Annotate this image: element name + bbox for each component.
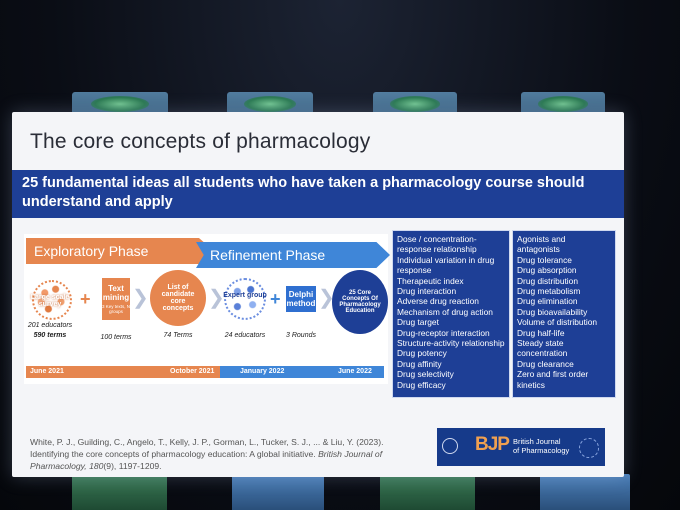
concept-item: Therapeutic index (397, 275, 464, 286)
presentation-slide: The core concepts of pharmacology 25 fun… (12, 112, 624, 477)
mining-terms: 100 terms (100, 334, 132, 341)
timeline-june-2021: June 2021 (26, 366, 130, 378)
plus-icon: + (80, 289, 91, 309)
phase-refinement: Refinement Phase (196, 242, 390, 268)
stage-panel (72, 474, 167, 510)
concept-item: Drug elimination (517, 296, 578, 307)
concepts-list-1: Dose / concentration-response relationsh… (392, 230, 510, 398)
expert-count: 24 educators (224, 332, 266, 339)
concept-item: response relationship (397, 244, 477, 255)
final-concepts-circle: 25 Core Concepts Of Pharmacology Educati… (332, 270, 388, 334)
survey-educators: 201 educators (27, 322, 73, 329)
concept-item: Structure-activity relationship (397, 338, 505, 349)
chevron-right-icon: ❯ (318, 287, 335, 309)
slide-subtitle: 25 fundamental ideas all students who ha… (22, 175, 585, 210)
concept-item: Adverse drug reaction (397, 296, 479, 307)
text-mining-box: Text mining 3 Key texts, N groups (102, 278, 130, 320)
list-terms: 74 Terms (163, 332, 193, 339)
subtitle-banner: 25 fundamental ideas all students who ha… (12, 170, 624, 218)
concept-item: Agonists and (517, 234, 566, 244)
list-label: List of candidate core concepts (161, 284, 195, 312)
candidate-list-circle: List of candidate core concepts (150, 270, 206, 326)
concept-item: concentration (517, 348, 568, 359)
concept-item: Drug half-life (517, 327, 565, 338)
concept-item: Drug potency (397, 348, 447, 359)
concept-item: Dose / concentration- (397, 234, 477, 244)
reference-line2: Identifying the core concepts of pharmac… (30, 449, 383, 471)
timeline-oct-2021: October 2021 (130, 366, 220, 378)
reference-pages: (9), 1197-1209. (103, 461, 162, 471)
concept-item: Individual variation in drug (397, 254, 495, 265)
mining-label: Text mining (102, 284, 130, 302)
concept-item: Steady state (517, 338, 564, 349)
survey-label: Large scale survey (30, 294, 70, 308)
stage-panel (380, 474, 475, 510)
delphi-box: Delphi method (286, 286, 316, 312)
timeline: June 2021 October 2021 January 2022 June… (26, 366, 384, 378)
expert-group-icon (224, 278, 266, 320)
concept-item: Drug interaction (397, 286, 457, 297)
expert-label: Expert group (223, 292, 267, 299)
concept-item: antagonists (517, 244, 560, 255)
concept-item: Drug affinity (397, 358, 442, 369)
concept-item: Drug-receptor interaction (397, 327, 490, 338)
stage-panel (540, 474, 630, 510)
stage-panel (232, 474, 324, 510)
delphi-label: Delphi method (286, 290, 316, 308)
slide-title: The core concepts of pharmacology (30, 130, 371, 153)
concept-item: Drug distribution (517, 275, 578, 286)
survey-icon (32, 280, 72, 320)
concept-item: kinetics (517, 379, 545, 390)
reference-line1: White, P. J., Guilding, C., Angelo, T., … (30, 437, 384, 447)
concept-item: Mechanism of drug action (397, 306, 493, 317)
bjp-mark: BJP (475, 434, 510, 455)
concept-item: Zero and first order (517, 369, 589, 380)
delphi-rounds: 3 Rounds (286, 332, 316, 339)
concept-item: Drug clearance (517, 358, 574, 369)
concept-item: Volume of distribution (517, 317, 598, 328)
reference-journal: British Journal of Pharmacology, 180 (30, 449, 383, 471)
chevron-right-icon: ❯ (208, 287, 225, 309)
survey-terms: 590 terms (33, 332, 67, 339)
phase-exploratory: Exploratory Phase (26, 238, 214, 264)
timeline-june-2022: June 2022 (308, 366, 384, 378)
mining-sub: 3 Key texts, N groups (102, 304, 131, 314)
concept-item: Drug absorption (517, 265, 577, 276)
concept-item: Drug efficacy (397, 379, 446, 390)
concept-item: Drug selectivity (397, 369, 454, 380)
process-diagram: Exploratory Phase Refinement Phase Large… (24, 234, 390, 384)
globe-icon (579, 438, 599, 458)
plus-icon: + (270, 289, 281, 309)
society-emblem-icon (442, 438, 458, 454)
timeline-jan-2022: January 2022 (220, 366, 308, 378)
concept-item: Drug target (397, 317, 439, 328)
final-label: 25 Core Concepts Of Pharmacology Educati… (339, 290, 381, 314)
bjp-name: British Journal of Pharmacology (513, 437, 570, 455)
concept-item: Drug bioavailability (517, 306, 588, 317)
concept-item: Drug metabolism (517, 286, 581, 297)
reference-citation: White, P. J., Guilding, C., Angelo, T., … (30, 436, 410, 472)
concept-item: response (397, 265, 432, 276)
concept-item: Drug tolerance (517, 254, 572, 265)
chevron-right-icon: ❯ (132, 287, 149, 309)
bjp-logo: BJP British Journal of Pharmacology (437, 428, 605, 466)
